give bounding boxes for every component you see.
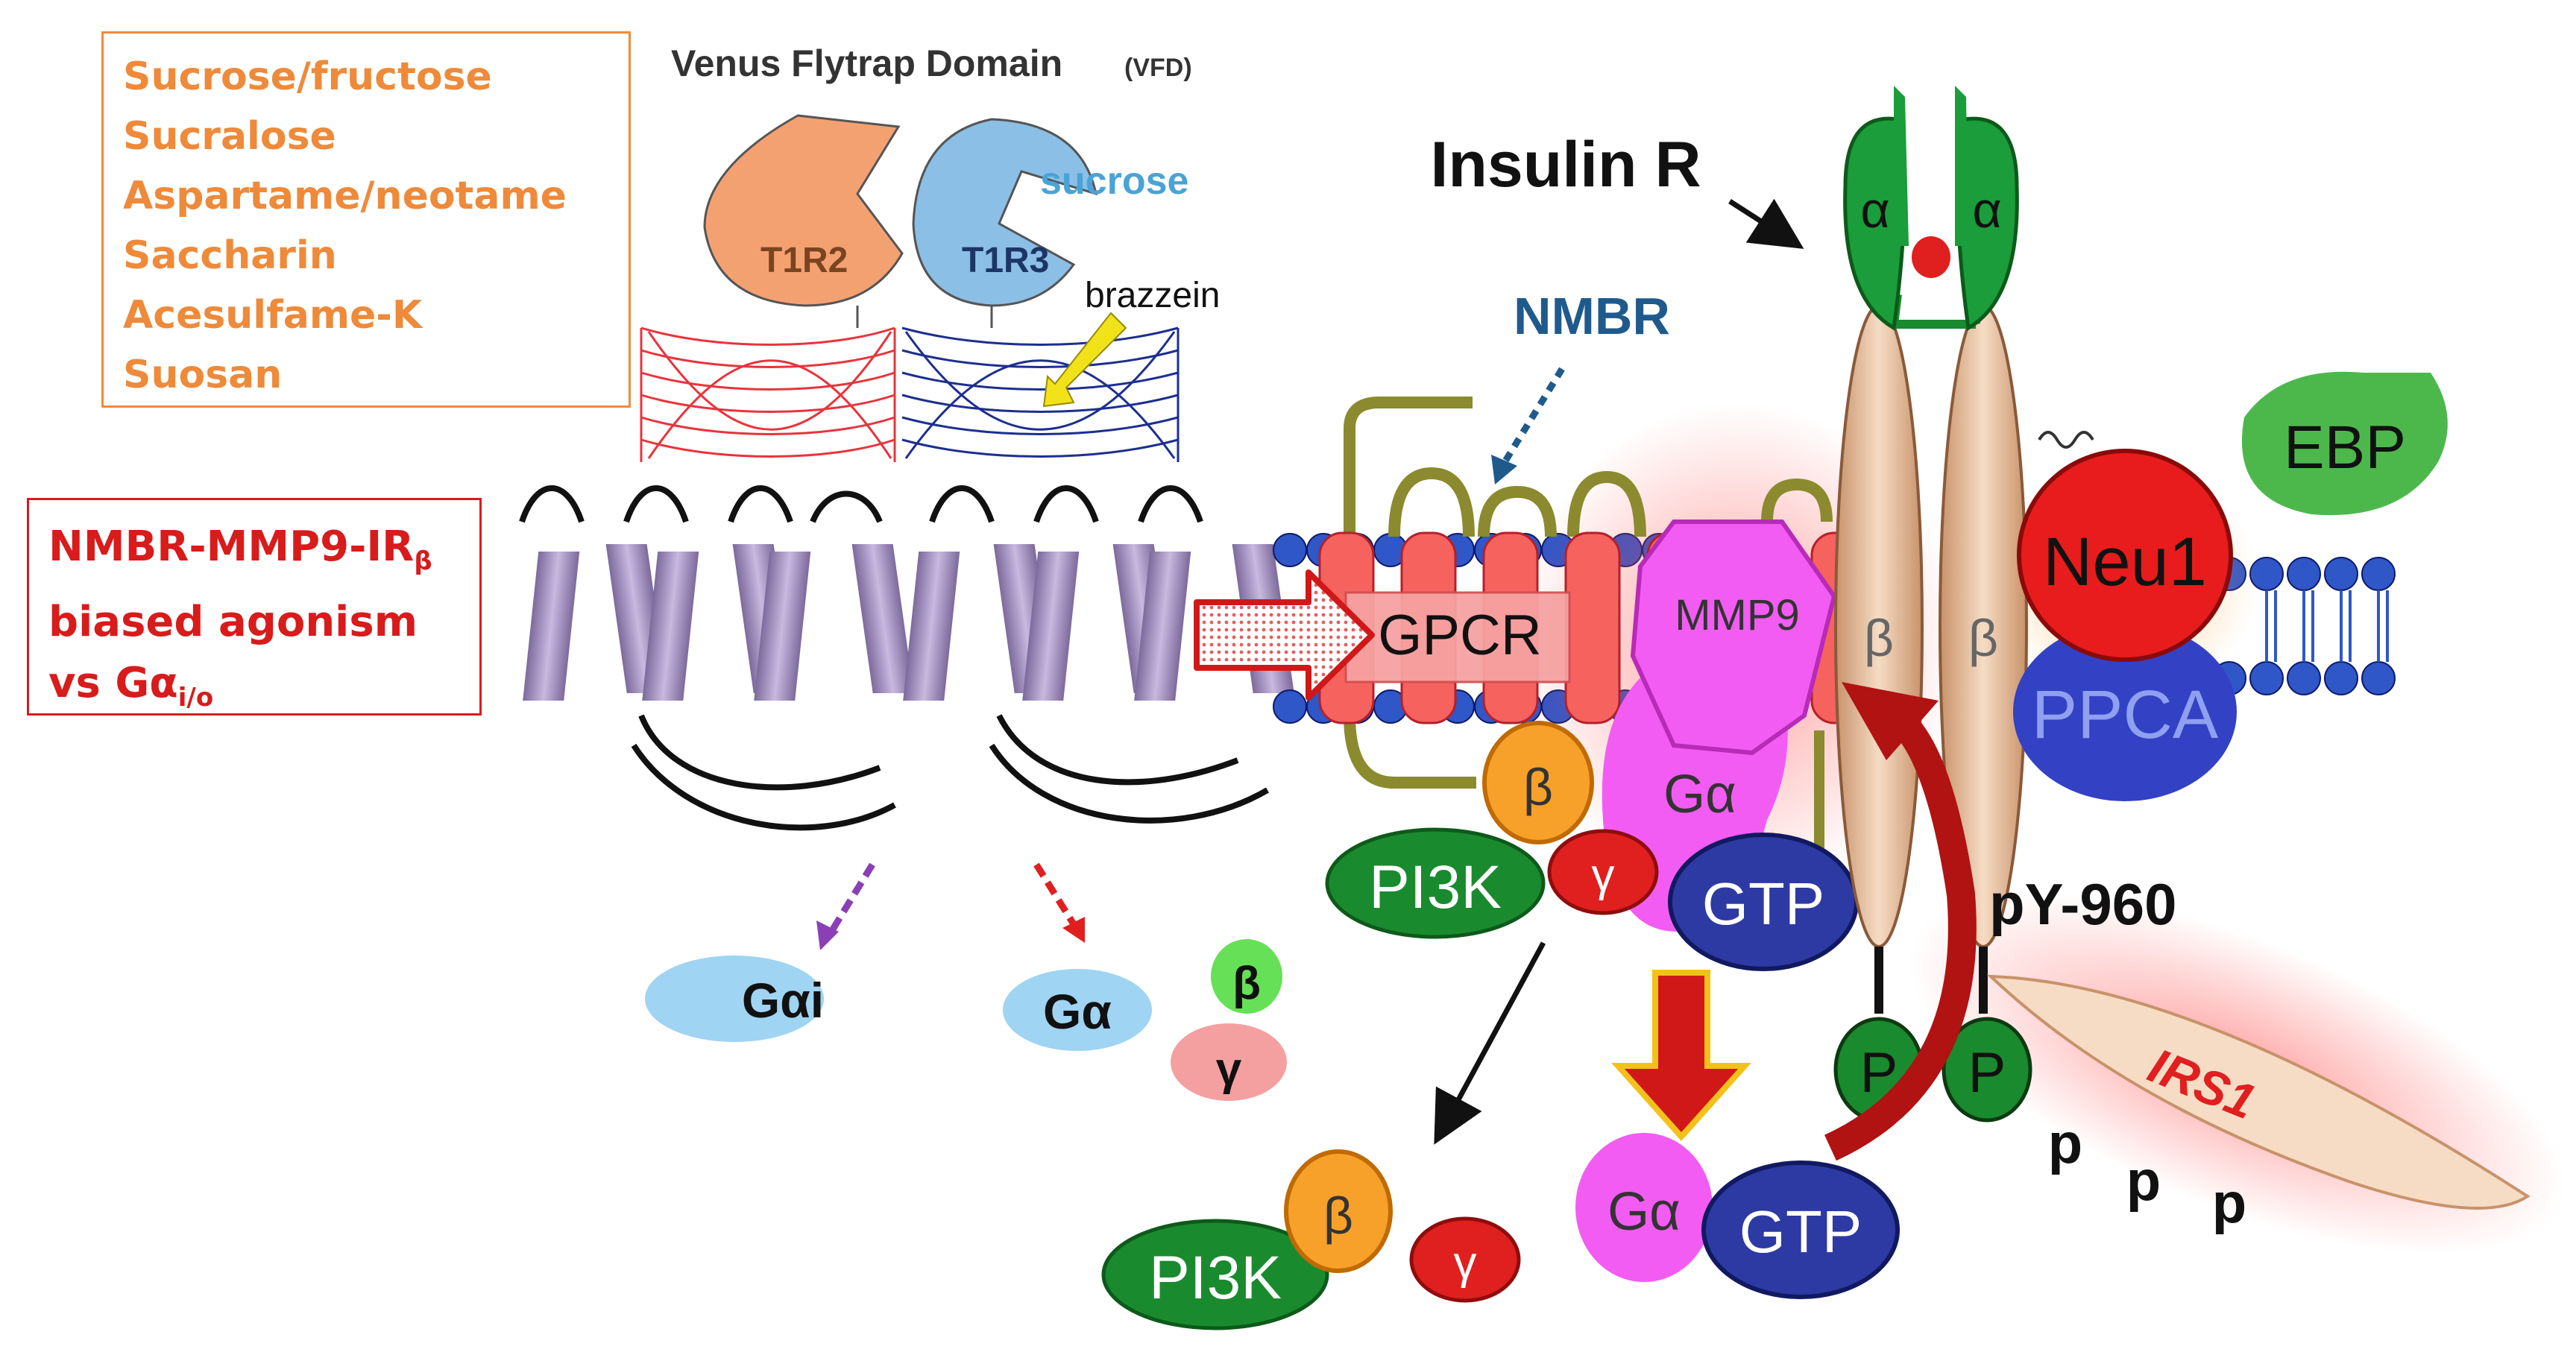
irs1-p1: p (2048, 1112, 2082, 1175)
neu1-complex: PPCA Neu1 EBP (2013, 371, 2448, 801)
yellow-down-arrow (1611, 970, 1751, 1141)
sweetener-item: Sucrose/fructose (123, 54, 492, 99)
g-alpha-i-protein: Gαi (645, 956, 824, 1042)
sweet-receptor-tm (496, 485, 1294, 831)
beta-label-mid: β (1232, 958, 1261, 1009)
bias-line-1-main: NMBR-MMP9-IR (48, 522, 415, 571)
red-curved-arrow (1824, 704, 1977, 1161)
gamma-label-lower: γ (1454, 1237, 1477, 1289)
bias-line-1-sub: β (414, 546, 432, 577)
neu1-label: Neu1 (2043, 524, 2207, 600)
t1r2-loops (640, 326, 896, 462)
bias-line-3-sub: i/o (177, 683, 214, 713)
sweetener-item: Acesulfame-K (123, 293, 423, 338)
sweetener-item: Sucralose (123, 114, 336, 159)
gamma-label-mid: γ (1216, 1043, 1242, 1095)
gamma-label-gpcr: γ (1592, 850, 1615, 901)
gpcr-label: GPCR (1378, 604, 1542, 667)
biased-agonism-box: NMBR-MMP9-IRβ biased agonism vs Gαi/o (27, 498, 482, 716)
g-protein-heterotrimer: Gα β γ (1003, 939, 1287, 1101)
mmp9-label: MMP9 (1675, 591, 1800, 640)
t1r2-label: T1R2 (760, 241, 848, 280)
tm-helices (523, 544, 1294, 701)
beta-label-ir-left: β (1864, 609, 1894, 667)
py960-label: pY-960 (1989, 871, 2176, 937)
nmbr-label: NMBR (1514, 287, 1670, 345)
beta-label-ir-right: β (1968, 609, 1998, 667)
irs1-p3: p (2212, 1172, 2246, 1235)
beta-label-lower: β (1323, 1187, 1353, 1245)
bias-line-3: vs Gαi/o (48, 653, 479, 728)
phospho-right: P (1942, 1017, 2032, 1122)
t1r3-loops (901, 326, 1180, 462)
ppca-label: PPCA (2032, 677, 2219, 753)
gamma-subunit-gpcr (1547, 829, 1659, 915)
bias-line-3-main: vs Gα (48, 659, 178, 708)
pi3k-lower-complex: PI3K β γ (1101, 1149, 1521, 1330)
sucrose-label: sucrose (1040, 160, 1188, 203)
vfd-title: Venus Flytrap Domain (671, 42, 1062, 84)
gtp-label-lower: GTP (1739, 1199, 1862, 1265)
nmbr-dotted-arrow (1499, 367, 1565, 468)
t1r3-label: T1R3 (962, 241, 1049, 280)
purple-dashed-arrow (828, 862, 875, 934)
ebp-shape (2241, 371, 2448, 516)
phospho-right-label: P (1968, 1041, 2006, 1105)
red-dashed-arrow (1033, 862, 1077, 926)
black-arrow-pi3k (1434, 941, 1546, 1145)
sweetener-item: Aspartame/neotame (123, 174, 567, 218)
vfd-abbrev: (VFD) (1124, 54, 1192, 82)
bias-line-1: NMBR-MMP9-IRβ (48, 517, 479, 592)
g-alpha-i-label: Gαi (742, 973, 824, 1028)
alpha-label-left: α (1860, 182, 1889, 239)
t1r3-domain-shape (912, 118, 1098, 307)
pi3k-label-lower: PI3K (1149, 1244, 1282, 1312)
irs1: IRS1 p p p (1986, 974, 2531, 1235)
bias-line-2: biased agonism (48, 598, 418, 647)
beta-subunit-gpcr (1482, 721, 1594, 844)
t1r2-domain-shape (703, 114, 904, 307)
neu1-shape (2017, 449, 2233, 662)
vfd-group: Venus Flytrap Domain (VFD) T1R2 T1R3 suc… (640, 42, 1220, 462)
sweet-to-gpcr-arrow (1194, 569, 1375, 701)
g-alpha-label-gpcr: Gα (1663, 765, 1736, 824)
alpha-label-right: α (1972, 182, 2001, 239)
pi3k-label-upper: PI3K (1369, 853, 1502, 921)
sweetener-list-box: Sucrose/fructose Sucralose Aspartame/neo… (101, 31, 631, 408)
mmp9-shape (1630, 520, 1837, 756)
irs1-p2: p (2126, 1149, 2161, 1213)
ppca-shape (2013, 622, 2237, 801)
brazzein-arrow (1042, 312, 1127, 408)
mmp9-complex: MMP9 Gα β PI3K γ GTP (1325, 520, 1859, 971)
ebp-label: EBP (2284, 414, 2406, 481)
sweetener-item: Suosan (123, 353, 283, 397)
insulin-r-label: Insulin R (1430, 129, 1701, 200)
g-alpha-label-lower: Gα (1607, 1182, 1681, 1242)
g-alpha-gtp-lower: Gα GTP (1575, 1133, 1900, 1299)
brazzein-label: brazzein (1085, 276, 1220, 315)
sweetener-item: Saccharin (123, 233, 337, 278)
gtp-label-upper: GTP (1702, 871, 1824, 937)
pi3k-upper (1325, 827, 1546, 939)
insulin-receptor: α α β β Insulin R (1430, 86, 2028, 1014)
g-alpha-label-mid: Gα (1043, 984, 1112, 1039)
beta-label-gpcr: β (1523, 758, 1553, 816)
